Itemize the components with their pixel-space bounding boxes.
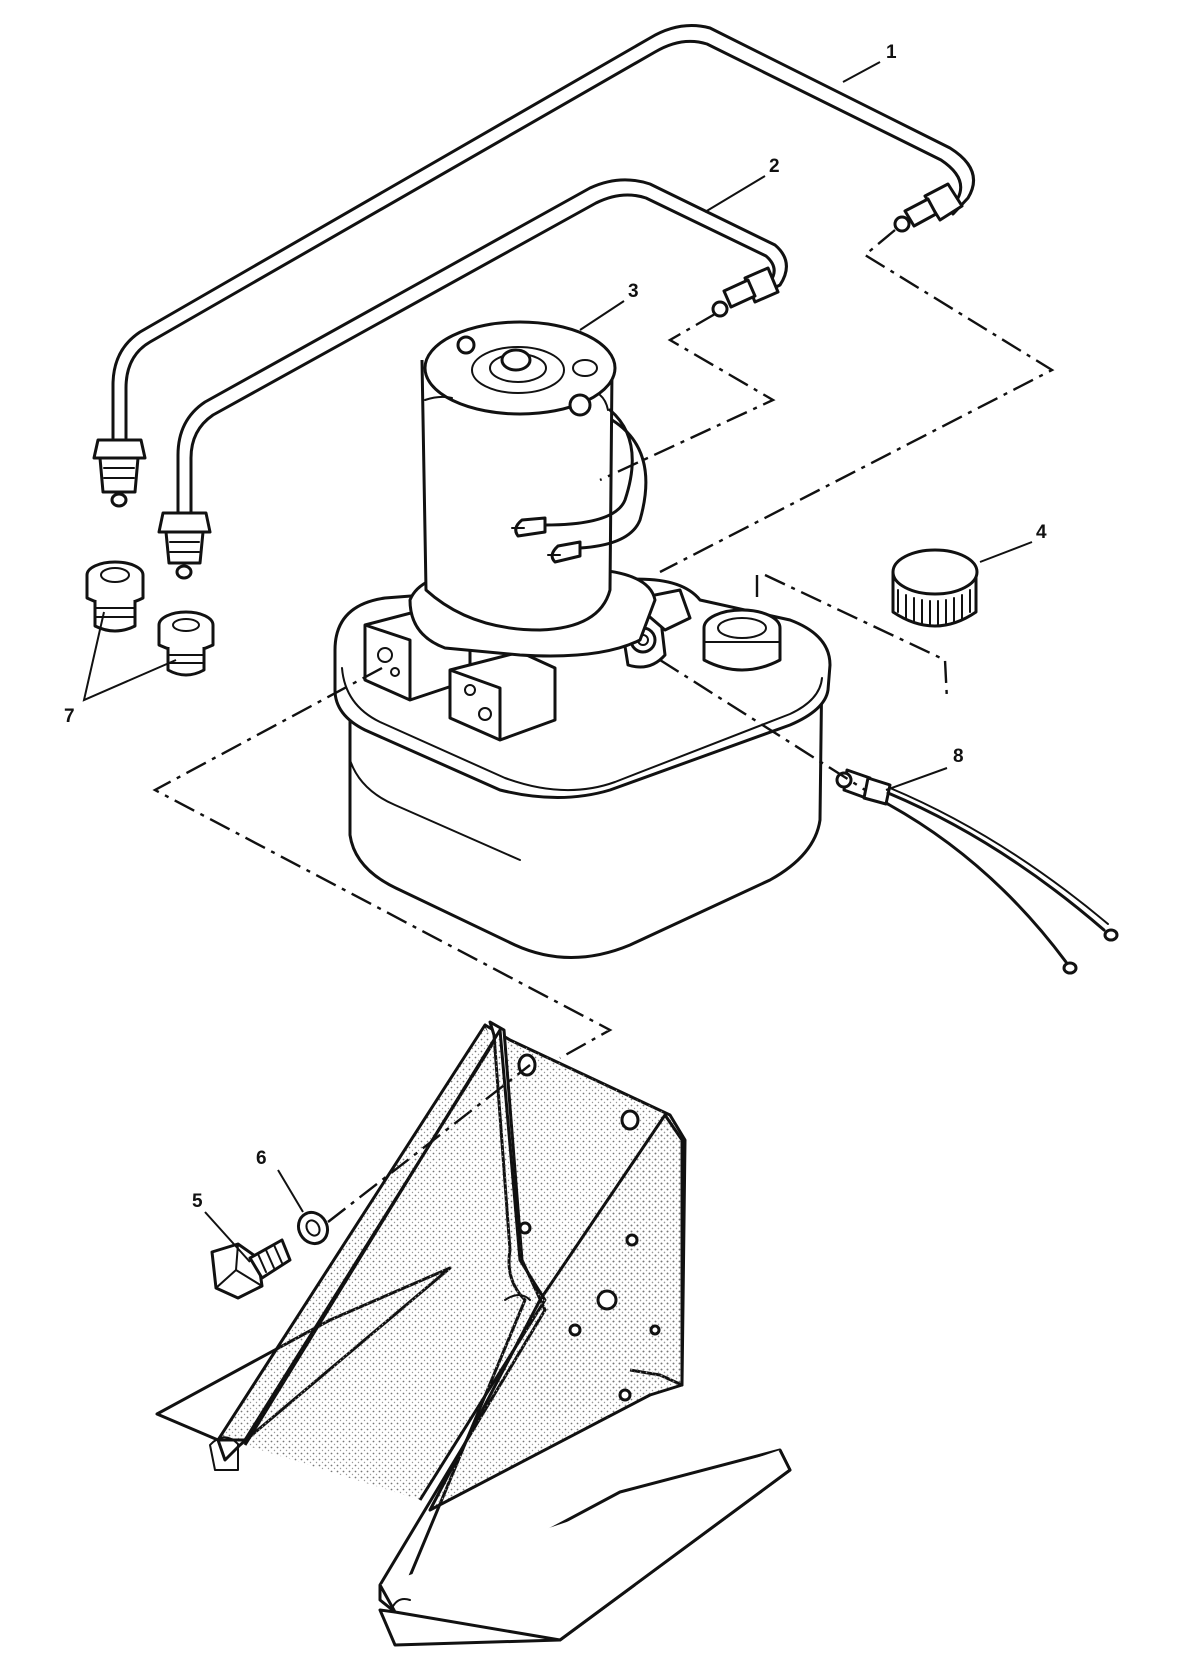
callout-4: 4 [1036, 522, 1047, 543]
sender-switch-8 [835, 768, 1119, 975]
callout-1: 1 [886, 42, 897, 63]
fitting-adapters-7 [85, 560, 215, 677]
callout-3: 3 [628, 281, 639, 302]
hydraulic-tube-1 [92, 24, 976, 508]
callout-7: 7 [64, 706, 75, 727]
pump-motor-3 [363, 320, 692, 742]
callout-8: 8 [953, 746, 964, 767]
hydraulic-tube-2 [157, 178, 788, 580]
assembly-centerlines [152, 229, 1055, 1223]
callout-5: 5 [192, 1191, 203, 1212]
callout-leaders [82, 61, 1033, 1263]
callout-2: 2 [769, 156, 780, 177]
washer-6 [296, 1210, 330, 1246]
bolt-5 [210, 1238, 292, 1300]
callout-labels: 1 2 3 4 5 6 7 8 [64, 42, 1047, 1212]
reservoir-cap-4 [891, 548, 979, 628]
mounting-bracket [155, 1020, 792, 1647]
callout-6: 6 [256, 1148, 267, 1169]
